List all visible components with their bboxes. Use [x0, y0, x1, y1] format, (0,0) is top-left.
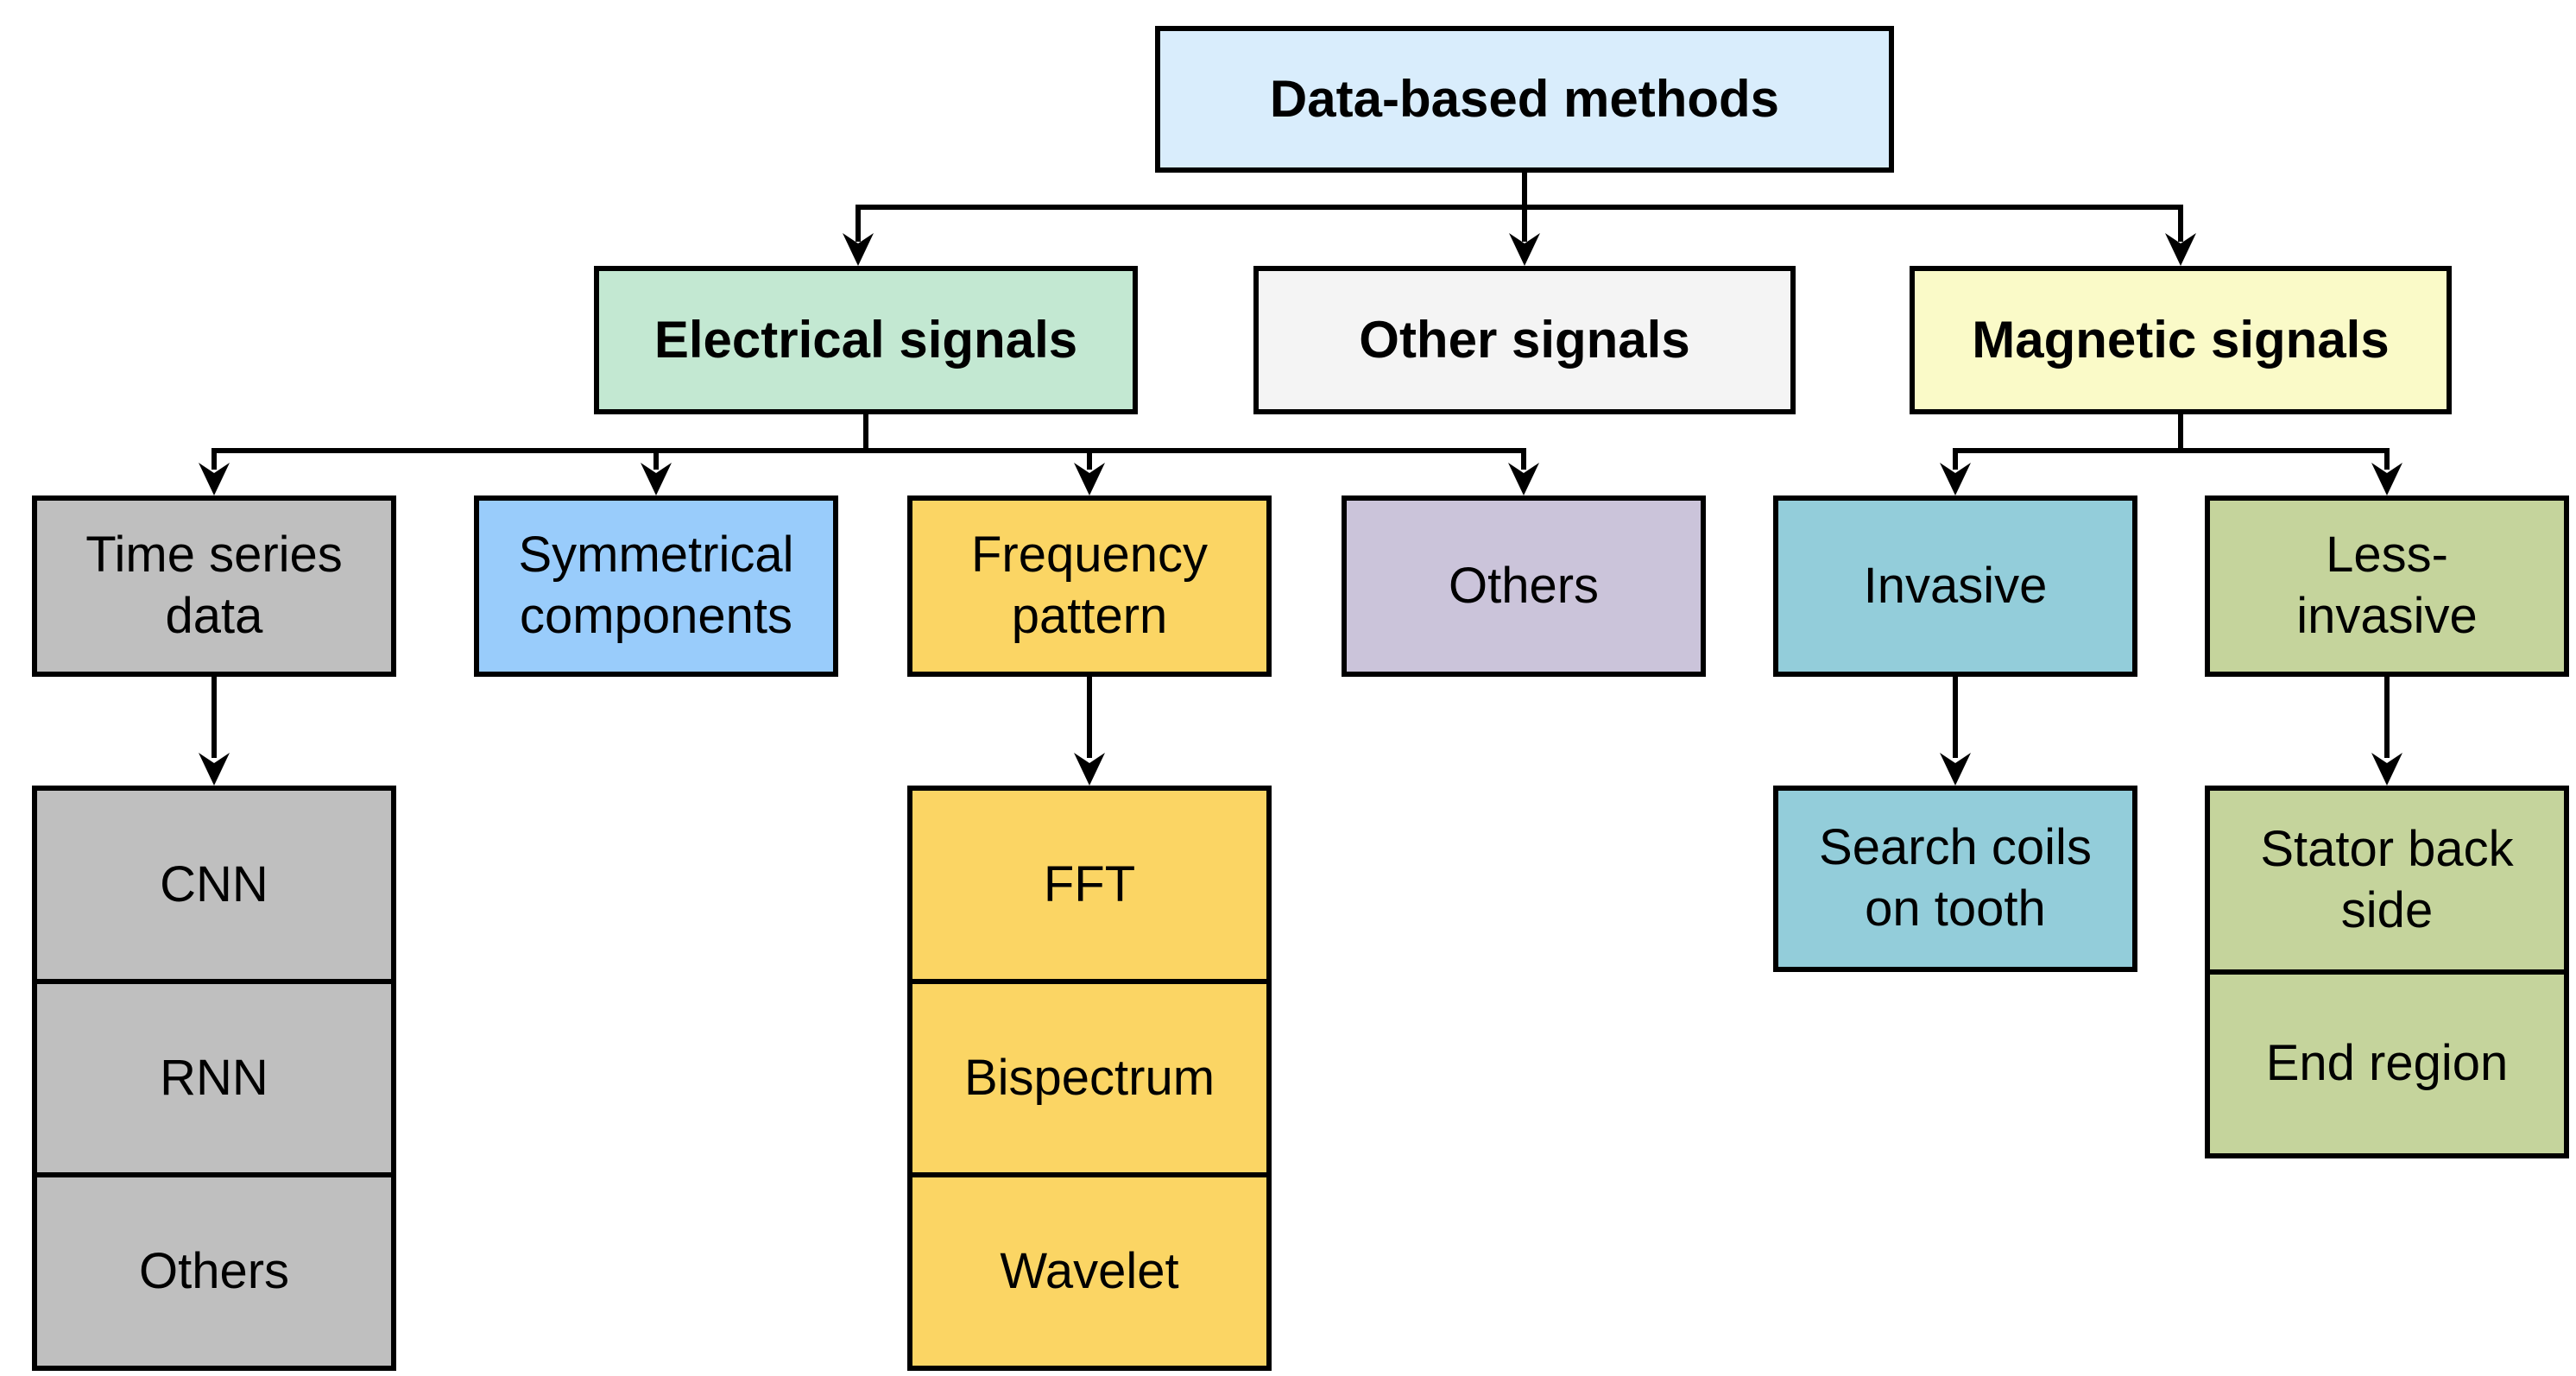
cell-label: Wavelet: [1000, 1242, 1179, 1299]
cell-bispectrum: Bispectrum: [912, 979, 1266, 1172]
node-label: Data-based methods: [1269, 70, 1780, 129]
node-frequency-pattern: Frequency pattern: [907, 495, 1272, 677]
arrowhead-icon: [2371, 753, 2402, 786]
cell-cnn: CNN: [37, 791, 391, 979]
stack-less-invasive-methods: Stator back side End region: [2205, 786, 2569, 1158]
cell-label: Stator back side: [2260, 820, 2514, 938]
arrowhead-icon: [641, 463, 672, 495]
node-label: Less-invasive: [2296, 527, 2478, 644]
connector-root-to-level2: [843, 173, 2196, 266]
cell-label: FFT: [1043, 855, 1136, 912]
arrowhead-icon: [2371, 463, 2402, 495]
node-label: Search coils on tooth: [1819, 819, 2092, 937]
node-label: Frequency pattern: [970, 527, 1209, 644]
node-label: Electrical signals: [653, 311, 1078, 369]
cell-stator-back-side: Stator back side: [2210, 791, 2564, 969]
cell-end-region: End region: [2210, 969, 2564, 1153]
connector-level3-to-level4: [199, 677, 2402, 786]
node-time-series-data: Time series data: [32, 495, 396, 677]
node-search-coils-on-tooth: Search coils on tooth: [1773, 786, 2137, 972]
node-label: Magnetic signals: [1972, 311, 2390, 369]
node-label: Invasive: [1863, 557, 2048, 614]
node-symmetrical-components: Symmetrical components: [474, 495, 838, 677]
node-electrical-signals: Electrical signals: [594, 266, 1138, 414]
arrowhead-icon: [1940, 463, 1971, 495]
arrowhead-icon: [199, 753, 230, 786]
node-others-electrical: Others: [1342, 495, 1706, 677]
node-label: Time series data: [85, 527, 343, 644]
node-data-based-methods: Data-based methods: [1155, 26, 1894, 173]
arrowhead-icon: [1940, 753, 1971, 786]
cell-others-time-series: Others: [37, 1172, 391, 1366]
cell-label: RNN: [160, 1049, 268, 1106]
arrowhead-icon: [1074, 463, 1105, 495]
node-label: Others: [1448, 557, 1600, 614]
connector-electrical-to-children: [199, 414, 1539, 495]
stack-frequency-methods: FFT Bispectrum Wavelet: [907, 786, 1272, 1371]
cell-rnn: RNN: [37, 979, 391, 1172]
arrowhead-icon: [1509, 233, 1540, 266]
arrowhead-icon: [843, 233, 874, 266]
arrowhead-icon: [2165, 233, 2196, 266]
cell-label: Bispectrum: [963, 1049, 1215, 1106]
node-label: Other signals: [1359, 311, 1690, 369]
node-other-signals: Other signals: [1253, 266, 1796, 414]
cell-fft: FFT: [912, 791, 1266, 979]
node-invasive: Invasive: [1773, 495, 2137, 677]
arrowhead-icon: [1074, 753, 1105, 786]
arrowhead-icon: [199, 463, 230, 495]
cell-label: Others: [138, 1242, 290, 1299]
cell-label: CNN: [160, 855, 268, 912]
cell-label: End region: [2265, 1035, 2509, 1092]
connector-magnetic-to-children: [1940, 414, 2402, 495]
node-label: Symmetrical components: [518, 527, 794, 644]
stack-time-series-methods: CNN RNN Others: [32, 786, 396, 1371]
arrowhead-icon: [1508, 463, 1539, 495]
cell-wavelet: Wavelet: [912, 1172, 1266, 1366]
node-magnetic-signals: Magnetic signals: [1910, 266, 2452, 414]
node-less-invasive: Less-invasive: [2205, 495, 2569, 677]
